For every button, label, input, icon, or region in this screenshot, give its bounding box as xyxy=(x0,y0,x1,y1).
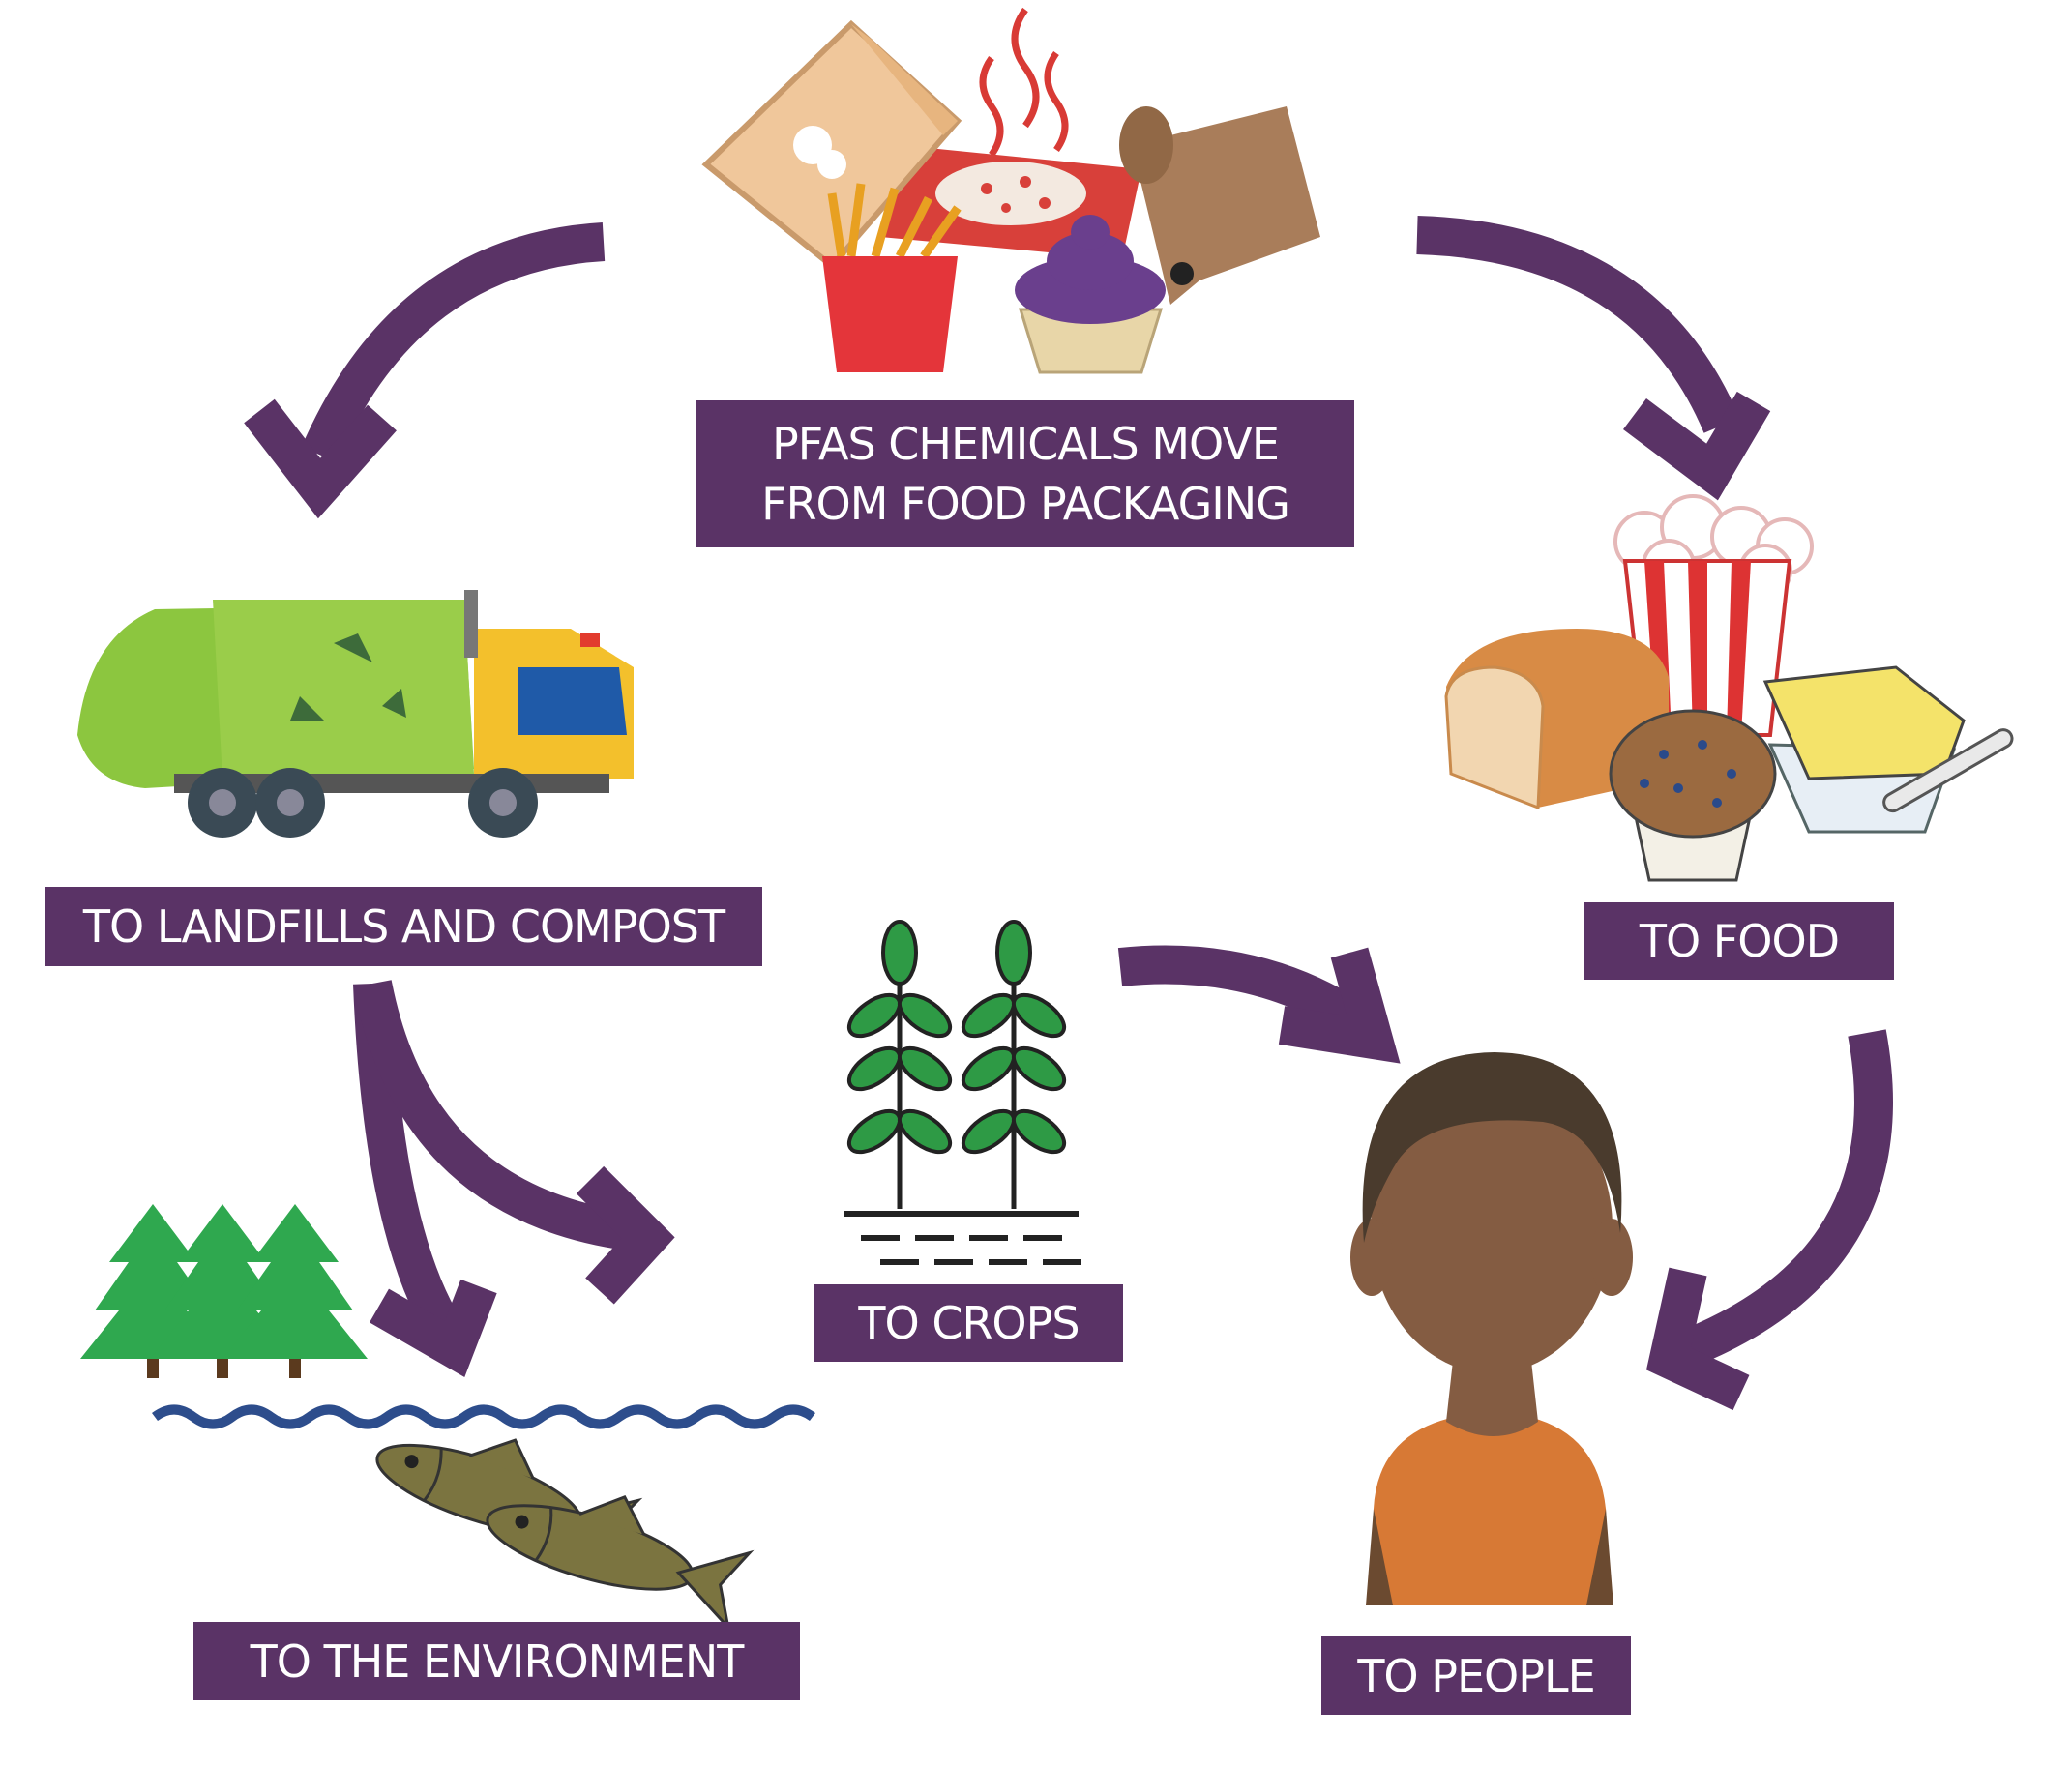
person-icon xyxy=(1350,1052,1633,1605)
food-packaging-icon xyxy=(701,7,1320,374)
trees-water-fish-icon xyxy=(80,1204,815,1630)
crops-label: TO CROPS xyxy=(814,1284,1123,1362)
arrow-food-to-people xyxy=(1645,1029,1893,1411)
arrow-source-to-food xyxy=(1416,216,1771,501)
source-label-line2: FROM FOOD PACKAGING xyxy=(761,478,1290,530)
crop-plants-icon xyxy=(840,920,1093,1265)
people-label: TO PEOPLE xyxy=(1321,1636,1631,1715)
arrow-source-to-landfill xyxy=(244,222,606,519)
source-label-line1: PFAS CHEMICALS MOVE xyxy=(772,418,1280,470)
food-items-icon xyxy=(1444,494,2014,882)
garbage-truck-icon xyxy=(77,590,634,838)
arrow-crops-to-people xyxy=(1117,945,1401,1064)
arrow-landfill-to-crops xyxy=(353,980,675,1305)
landfill-label: TO LANDFILLS AND COMPOST xyxy=(45,887,762,966)
environment-label: TO THE ENVIRONMENT xyxy=(193,1622,800,1700)
source-label: PFAS CHEMICALS MOVE FROM FOOD PACKAGING xyxy=(696,400,1354,547)
food-label: TO FOOD xyxy=(1584,902,1894,980)
